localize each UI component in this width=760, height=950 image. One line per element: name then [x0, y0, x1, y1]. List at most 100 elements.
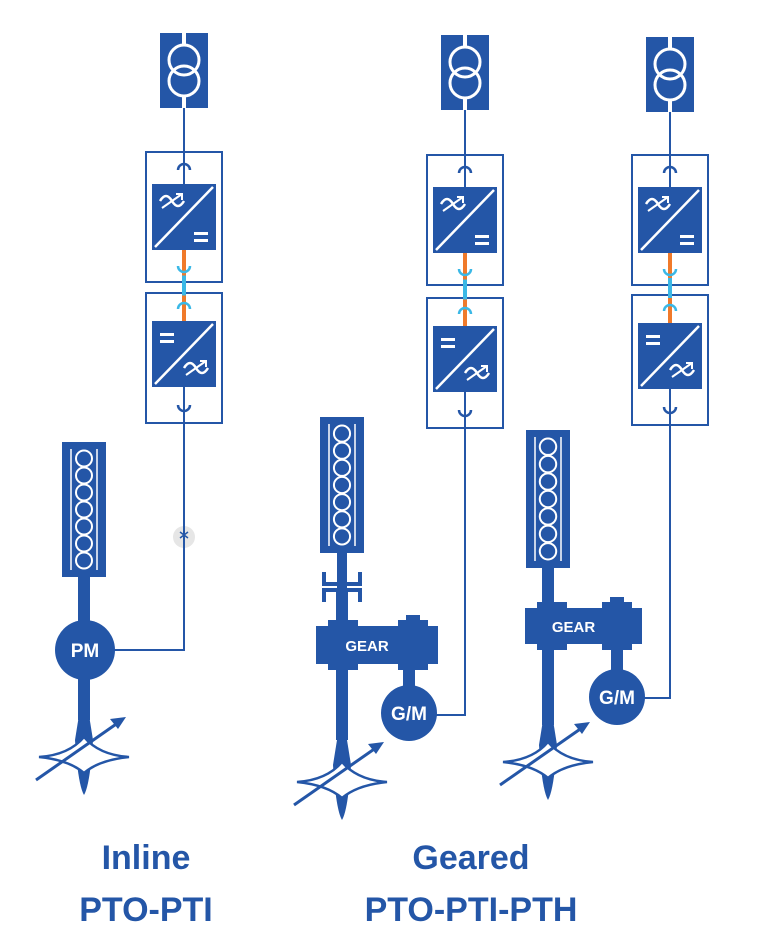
engine-cylinder	[332, 527, 352, 546]
transformer-winding	[653, 68, 687, 102]
engine-cylinder	[332, 510, 352, 529]
engine-cylinder	[332, 424, 352, 443]
engine-cylinder	[538, 454, 558, 474]
transformer-winding	[448, 45, 482, 79]
ac-arrow-symbol	[466, 365, 488, 381]
power-cable	[100, 423, 185, 651]
engine-cylinder	[332, 475, 352, 495]
transformer-icon	[160, 33, 208, 108]
breaker-symbol	[179, 531, 189, 539]
transformer-icon	[646, 37, 694, 112]
ac-arrow-symbol	[442, 196, 464, 212]
converter-diagonal	[154, 186, 214, 248]
transformer-icon	[441, 35, 489, 110]
gear-flange	[537, 602, 567, 650]
ac-arrow-symbol	[161, 193, 183, 209]
engine-icon	[320, 417, 364, 553]
dc-symbol	[441, 345, 455, 348]
caption-geared-title: Geared	[412, 839, 530, 877]
engine-body	[320, 417, 364, 553]
gear-label: GEAR	[345, 638, 389, 655]
engine-body	[526, 430, 570, 568]
dc-symbol	[194, 232, 208, 235]
shaft	[611, 645, 623, 675]
ac-arrow-symbol	[671, 362, 693, 378]
motor-icon: PM	[55, 620, 115, 680]
pitch-arrowhead	[368, 742, 384, 754]
motor-body	[381, 685, 437, 741]
connector-icon	[176, 301, 192, 310]
transformer-winding	[167, 43, 201, 77]
transformer-slot	[463, 98, 467, 110]
dc-symbol	[160, 340, 174, 343]
gear-cap	[406, 615, 420, 621]
engine-cylinder	[332, 458, 352, 477]
transformer-slot	[668, 37, 672, 49]
connector-icon	[457, 409, 473, 418]
dc-symbol	[646, 342, 660, 345]
engine-cylinder	[538, 524, 558, 544]
engine-icon	[526, 430, 570, 568]
engine-cylinder	[332, 493, 352, 512]
ac-arrow-symbol	[647, 196, 669, 212]
transformer-slot	[463, 35, 467, 47]
dc-symbol	[194, 239, 208, 242]
converter-diagonal	[154, 323, 214, 385]
gear-flange	[328, 620, 358, 670]
transformer-slot	[182, 33, 186, 45]
gear-flange	[398, 620, 428, 670]
motor-body	[55, 620, 115, 680]
connector-icon	[662, 268, 678, 277]
propeller-blade	[502, 740, 594, 780]
engine-cylinder	[538, 542, 558, 561]
propeller-icon	[499, 720, 594, 800]
transformer-winding	[167, 64, 201, 98]
dc-symbol	[646, 335, 660, 338]
ac-dc-converter-icon	[426, 154, 504, 286]
motor-body	[589, 669, 645, 725]
engine-cylinder	[538, 489, 558, 509]
transformer-slot	[182, 96, 186, 108]
shaft	[337, 553, 347, 590]
engine-icon	[62, 442, 106, 577]
pitch-arrowhead	[574, 722, 590, 734]
gear-icon: GEAR	[525, 597, 642, 650]
caption-inline-title: Inline	[101, 839, 191, 877]
gear-cap	[610, 597, 624, 603]
pitch-arrow	[293, 743, 381, 807]
coupling-half	[322, 572, 362, 586]
engine-cylinder	[75, 551, 93, 570]
connector-icon	[176, 404, 192, 413]
transformer-slot	[668, 100, 672, 112]
converter-diagonal	[435, 328, 495, 390]
dc-symbol	[680, 242, 694, 245]
dc-symbol	[441, 338, 455, 341]
connector-icon	[457, 306, 473, 315]
transformer-winding	[448, 66, 482, 100]
motor-icon: G/M	[381, 685, 437, 741]
propeller-icon	[293, 740, 388, 820]
propeller-blade	[38, 735, 130, 775]
motor-label: G/M	[599, 688, 635, 709]
converter-diagonal	[640, 189, 700, 251]
motor-label: PM	[71, 641, 100, 662]
transformer-winding	[653, 47, 687, 81]
pitch-arrow	[35, 718, 123, 782]
engine-cylinder	[332, 441, 352, 460]
motor-icon: G/M	[589, 669, 645, 725]
propeller-icon	[35, 715, 130, 795]
engine-cylinder	[538, 472, 558, 491]
dc-symbol	[475, 242, 489, 245]
pitch-arrowhead	[110, 717, 126, 729]
power-cable	[430, 428, 466, 716]
caption-inline-subtitle: PTO-PTI	[79, 891, 213, 929]
motor-label: G/M	[391, 704, 427, 725]
connector-icon	[176, 265, 192, 274]
propeller-blade	[296, 760, 388, 800]
dc-symbol	[680, 235, 694, 238]
ac-arrow-symbol	[185, 360, 207, 376]
converter-diagonal	[640, 325, 700, 387]
connector-icon	[457, 268, 473, 277]
converter-diagonal	[435, 189, 495, 251]
